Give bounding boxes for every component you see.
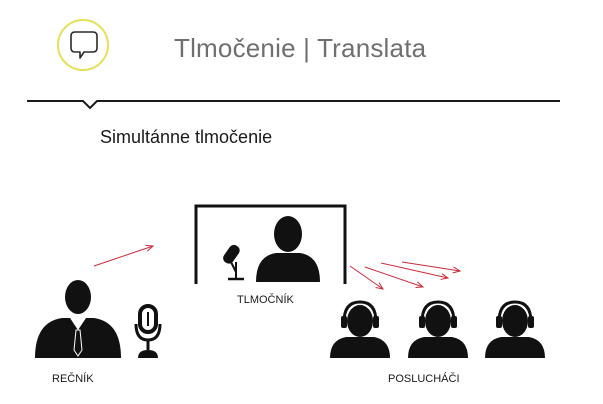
arrow-to-listener (380, 262, 448, 278)
arrow-to-interpreter (93, 246, 153, 267)
listener-figure (330, 300, 390, 358)
listeners-label: POSLUCHÁČI (388, 373, 460, 385)
interpreting-diagram (35, 204, 545, 358)
desk-microphone-icon (223, 244, 244, 281)
speech-bubble-icon (57, 19, 109, 71)
logo (56, 18, 110, 72)
interpreter-label: TLMOČNÍK (237, 294, 294, 306)
speech-flow-arrows (93, 246, 460, 289)
speaker-figure (35, 280, 121, 358)
arrow-to-listener (364, 266, 423, 287)
interpreter-booth (194, 204, 347, 284)
listener-figure (485, 300, 545, 358)
header-divider (27, 100, 560, 110)
listener-figure (408, 300, 468, 358)
section-subtitle: Simultánne tlmočenie (100, 127, 273, 147)
speaker-label: REČNÍK (52, 373, 94, 385)
arrow-to-listener (349, 265, 383, 289)
page-title: Tlmočenie | Translata (174, 33, 427, 63)
microphone-stand-icon (134, 304, 162, 358)
arrow-to-listener (401, 261, 460, 271)
